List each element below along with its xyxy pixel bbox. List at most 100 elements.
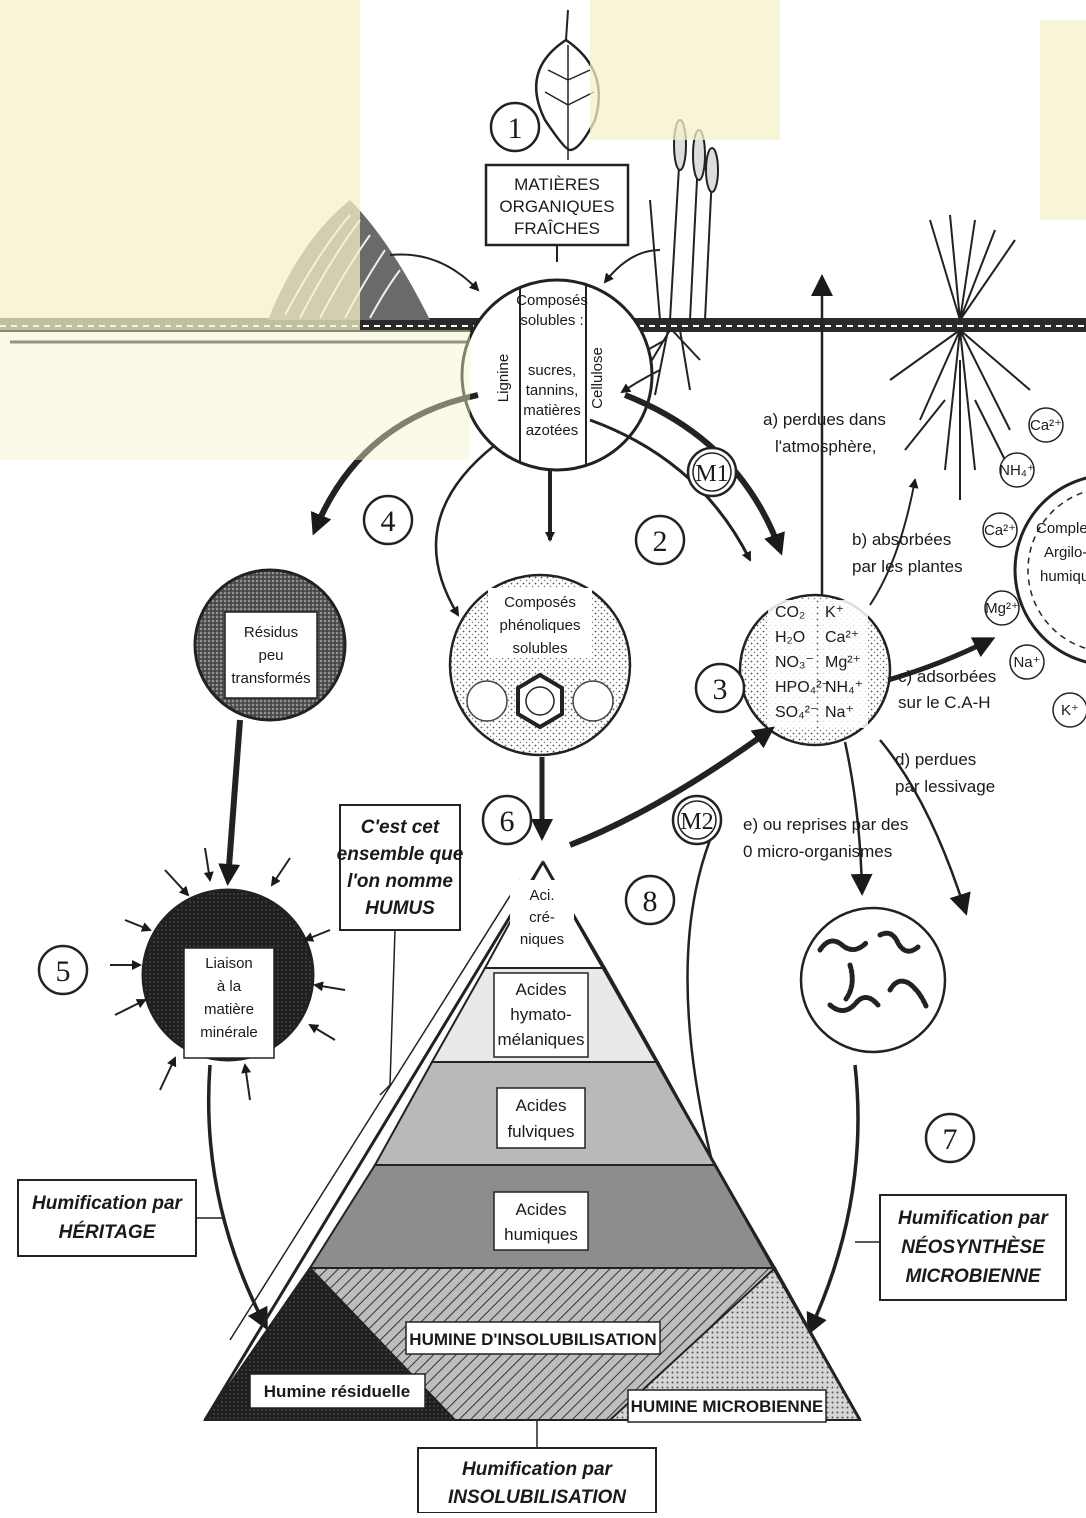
svg-text:HÉRITAGE: HÉRITAGE: [59, 1221, 157, 1243]
heritage-box: Humification par HÉRITAGE: [17, 1179, 222, 1257]
svg-text:ORGANIQUES: ORGANIQUES: [499, 197, 614, 216]
svg-text:2: 2: [653, 525, 668, 558]
svg-text:matières: matières: [523, 402, 581, 419]
arrow-litter-to-circle: [389, 253, 480, 292]
step-1-badge: 1: [489, 101, 541, 153]
svg-text:tannins,: tannins,: [526, 382, 579, 399]
arrow-mineralisation-2: [589, 418, 752, 562]
svg-text:Na⁺: Na⁺: [1013, 654, 1040, 671]
microorganisms-circle: [799, 906, 947, 1054]
svg-text:humique: humique: [1040, 568, 1086, 585]
arrow-microbes-to-microbial-humin: [806, 1064, 860, 1336]
svg-text:sucres,: sucres,: [528, 362, 576, 379]
svg-text:HPO₄²⁻: HPO₄²⁻: [775, 679, 830, 696]
fate-b-line2: par les plantes: [852, 557, 963, 576]
svg-text:HUMUS: HUMUS: [365, 898, 435, 919]
svg-text:ensemble que: ensemble que: [337, 844, 464, 865]
svg-text:Argilo-: Argilo-: [1044, 544, 1086, 561]
svg-text:SO₄²⁻: SO₄²⁻: [775, 704, 818, 721]
arrow-mineralisation-m2: [568, 726, 775, 848]
svg-text:Na⁺: Na⁺: [825, 704, 854, 721]
svg-text:HUMINE D'INSOLUBILISATION: HUMINE D'INSOLUBILISATION: [409, 1330, 656, 1349]
svg-text:7: 7: [943, 1123, 958, 1156]
svg-text:MICROBIENNE: MICROBIENNE: [905, 1266, 1041, 1287]
little-transformed-residues-circle: Résidus peu transformés: [193, 568, 347, 722]
svg-text:Acides: Acides: [515, 980, 566, 999]
arrow-residues-to-liaison: [218, 719, 243, 886]
svg-text:5: 5: [56, 955, 71, 988]
soluble-compounds-circle: Composés solubles : sucres, tannins, mat…: [460, 278, 654, 472]
paper-tint-yellow: [0, 330, 470, 460]
svg-text:azotées: azotées: [526, 422, 579, 439]
step-7-badge: 7: [924, 1112, 976, 1164]
svg-text:Ca²⁺: Ca²⁺: [825, 629, 859, 646]
svg-text:H₂O: H₂O: [775, 629, 805, 646]
svg-text:phénoliques: phénoliques: [500, 617, 581, 634]
fate-d-line2: par lessivage: [895, 777, 995, 796]
fate-b-line1: b) absorbées: [852, 530, 951, 549]
fate-a-line2: l'atmosphère,: [775, 437, 877, 456]
arrow-lignin-to-phenolics: [434, 444, 496, 617]
svg-text:CO₂: CO₂: [775, 604, 805, 621]
fate-c-line1: c) adsorbées: [898, 667, 996, 686]
svg-text:Humification par: Humification par: [462, 1459, 614, 1480]
svg-text:transformés: transformés: [231, 670, 310, 687]
arrow-liaison-to-residual-humin: [206, 1064, 268, 1331]
svg-text:FRAÎCHES: FRAÎCHES: [514, 219, 600, 238]
arrow-to-residues: [310, 392, 479, 536]
step-6-badge: 6: [481, 794, 533, 846]
svg-text:minérale: minérale: [200, 1024, 258, 1041]
step-4-badge: 4: [362, 494, 414, 546]
fate-e-line1: e) ou reprises par des: [743, 815, 908, 834]
svg-text:Composés: Composés: [504, 594, 576, 611]
humus-pyramid: Aci. cré- niques Acides hymato- mélaniqu…: [203, 859, 862, 1423]
svg-text:à la: à la: [217, 978, 242, 995]
svg-text:M2: M2: [680, 809, 713, 835]
svg-text:HUMINE MICROBIENNE: HUMINE MICROBIENNE: [631, 1397, 824, 1416]
insolubilisation-box: Humification par INSOLUBILISATION: [417, 1420, 657, 1514]
fate-d-line1: d) perdues: [895, 750, 976, 769]
clay-humus-complex: Complexe Argilo- humique Ca²⁺ NH₄⁺ Ca²⁺ …: [982, 407, 1086, 728]
svg-text:NH₄⁺: NH₄⁺: [999, 462, 1035, 479]
svg-text:NÉOSYNTHÈSE: NÉOSYNTHÈSE: [901, 1236, 1046, 1258]
arrow-roots-to-circle: [620, 369, 661, 394]
m2-badge: M2: [671, 794, 723, 846]
svg-text:Composés: Composés: [516, 292, 588, 309]
step-5-badge: 5: [37, 944, 89, 996]
paper-tint-right: [1040, 20, 1086, 220]
fate-a-line1: a) perdues dans: [763, 410, 886, 429]
svg-text:NH₄⁺: NH₄⁺: [825, 679, 863, 696]
step-2-badge: 2: [634, 514, 686, 566]
svg-text:peu: peu: [258, 647, 283, 664]
microbial-neosynthesis-box: Humification par NÉOSYNTHÈSE MICROBIENNE: [855, 1194, 1067, 1301]
svg-text:mélaniques: mélaniques: [498, 1030, 585, 1049]
svg-text:Ca²⁺: Ca²⁺: [984, 522, 1016, 539]
svg-text:Aci.: Aci.: [529, 887, 554, 904]
svg-text:fulviques: fulviques: [507, 1122, 574, 1141]
svg-text:6: 6: [500, 805, 515, 838]
svg-text:INSOLUBILISATION: INSOLUBILISATION: [448, 1487, 627, 1508]
svg-text:niques: niques: [520, 931, 564, 948]
svg-text:NO₃⁻: NO₃⁻: [775, 654, 814, 671]
svg-text:Mg²⁺: Mg²⁺: [825, 654, 861, 671]
paper-tint-top: [590, 0, 780, 140]
svg-text:M1: M1: [695, 461, 728, 487]
svg-text:Cellulose: Cellulose: [589, 347, 606, 409]
mineral-elements-circle: CO₂ H₂O NO₃⁻ HPO₄²⁻ SO₄²⁻ K⁺ Ca²⁺ Mg²⁺ N…: [738, 593, 892, 747]
svg-text:Humification par: Humification par: [32, 1193, 184, 1214]
fresh-organic-matter-box: MATIÈRES ORGANIQUES FRAÎCHES: [484, 163, 630, 247]
arrow-fate-microorganisms: [843, 741, 873, 896]
root-plant-illustration: [889, 214, 1031, 500]
svg-text:4: 4: [381, 505, 396, 538]
svg-text:Complexe: Complexe: [1036, 520, 1086, 537]
svg-text:hymato-: hymato-: [510, 1005, 571, 1024]
svg-text:Lignine: Lignine: [495, 354, 512, 402]
svg-text:Acides: Acides: [515, 1096, 566, 1115]
svg-text:solubles: solubles: [512, 640, 567, 657]
svg-text:Ca²⁺: Ca²⁺: [1030, 417, 1062, 434]
svg-text:C'est cet: C'est cet: [361, 817, 440, 838]
svg-text:Mg²⁺: Mg²⁺: [985, 600, 1019, 617]
svg-text:1: 1: [508, 112, 523, 145]
